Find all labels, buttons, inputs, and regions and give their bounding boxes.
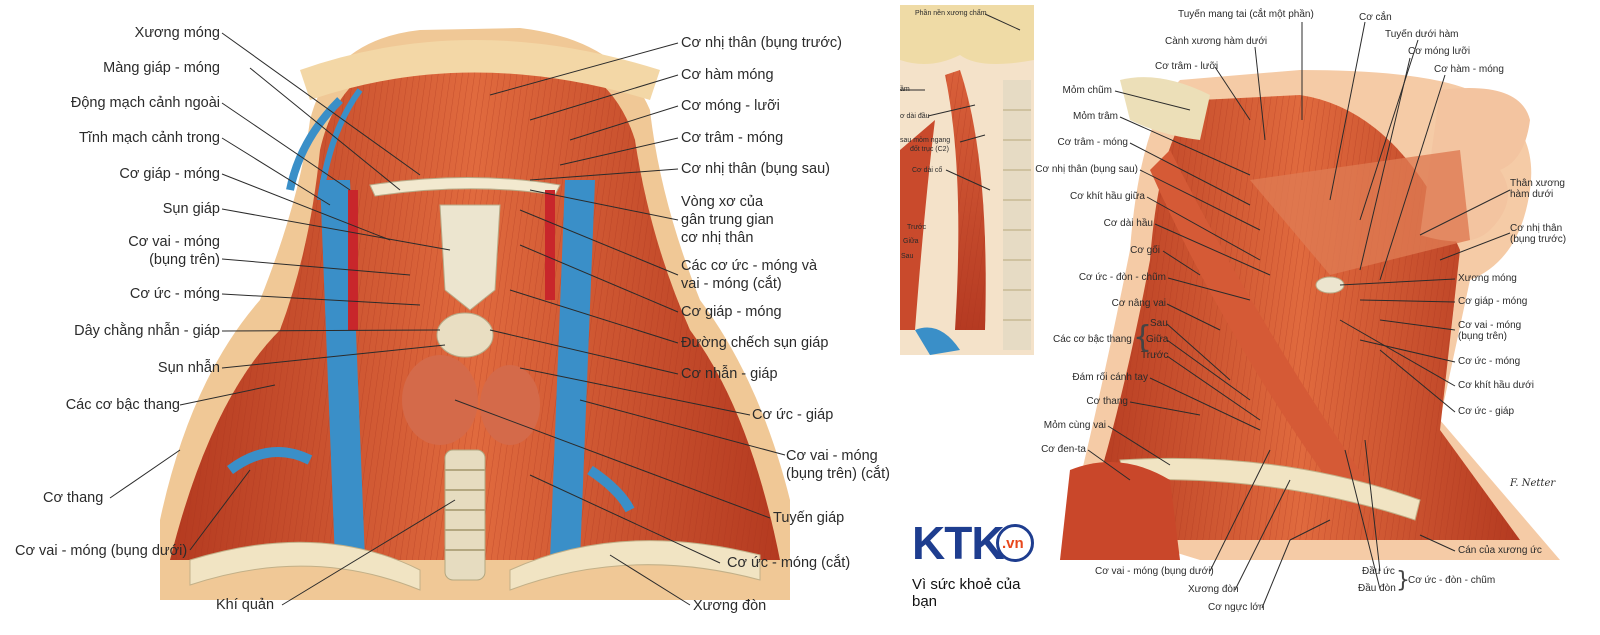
scm-brace: } [1396,568,1410,593]
label-dong-mach-canh-ngoai: Động mạch cảnh ngoài [70,95,220,111]
label-co-can: Cơ cắn [1359,12,1392,23]
label-co-khit-hau-duoi: Cơ khít hầu dưới [1458,380,1534,391]
logo-brand: KTK [912,517,1005,569]
label-co-giap-mong-r: Cơ giáp - móng [681,304,782,320]
label-co-vai-mong-bung-duoi-r: Cơ vai - móng (bụng dưới) [1095,566,1214,577]
artist-signature: F. Netter [1510,478,1556,489]
label-than-xuong: Thân xương [1510,178,1565,189]
label-co-uc-mong-cat: Cơ ức - móng (cắt) [727,555,851,571]
label-co-thang-r: Cơ thang [1086,396,1128,407]
label-truoc: Trước [907,224,927,231]
label-phan-nen-xuong-cham: Phần nền xương chẩm [915,10,987,17]
label-co-vai-mong-bung-duoi: Cơ vai - móng (bụng dưới) [15,543,188,559]
label-bung-tren-r2: (bụng trên) [1458,331,1507,342]
label-bac-thang-truoc: Trước [1141,350,1169,361]
label-co-uc-don-chum: Cơ ức - đòn - chũm [1078,272,1166,283]
label-co-goi: Cơ gối [1130,245,1160,256]
logo-tagline: Vì sức khoẻ của bạn [912,576,1021,610]
label-co-ham-mong-r: Cơ hàm - móng [1434,64,1504,75]
logo-domain: .vn [1002,535,1024,552]
label-mom-cung-vai: Mỏm cùng vai [1043,420,1106,431]
label-can-cua-xuong-uc: Cán của xương ức [1458,545,1542,556]
ktk-logo: KTK .vn Vì sức khoẻ của bạn [912,517,1042,610]
label-day-chang-nhan-giap: Dây chằng nhẫn - giáp [74,323,220,339]
label-ham-duoi: hàm dưới [1510,189,1554,200]
label-vai-mong-cat: vai - móng (cắt) [681,276,782,292]
label-co-giap-mong-r2: Cơ giáp - móng [1458,296,1528,307]
label-mang-giap-mong: Màng giáp - móng [103,60,220,76]
label-xuong-mong-r: Xương móng [1458,273,1517,284]
lateral-neck-plate [1060,70,1560,560]
label-mom-chum: Mỏm chũm [1062,85,1112,96]
label-xuong-don: Xương đòn [693,598,767,614]
label-co-nhi-than-r: Cơ nhị thân [1510,223,1563,234]
label-co-thang: Cơ thang [43,490,104,506]
label-cac-co-uc-mong-va: Các cơ ức - móng và [681,258,818,274]
label-tuyen-giap: Tuyến giáp [773,510,845,526]
label-dai-dau: ơ dài đầu [900,113,930,120]
label-mom-tram: Mỏm trâm [1073,111,1118,122]
label-co-vai-mong-r2: Cơ vai - móng [1458,320,1522,331]
label-tinh-mach-canh-trong: Tĩnh mạch cảnh trong [78,130,220,146]
label-co-mong-luoi-r: Cơ móng lưỡi [1408,46,1471,57]
label-co-tram-mong-r: Cơ trâm - móng [1057,137,1128,148]
label-bung-truoc-r: (bụng trước) [1510,234,1567,245]
label-bung-tren-cat: (bụng trên) (cắt) [786,466,890,482]
label-bung-tren: (bụng trên) [149,252,220,268]
label-co-vai-mong-r: Cơ vai - móng [786,448,878,464]
label-dam-roi-canh-tay: Đám rối cánh tay [1072,372,1148,383]
label-co-giap-mong: Cơ giáp - móng [119,166,220,182]
label-co-tram-luoi: Cơ trâm - lưỡi [1155,61,1219,72]
label-dau-uc: Đầu ức [1362,566,1395,577]
label-cac-co-bac-thang-r: Các cơ bậc thang [1053,334,1132,345]
label-co-nhan-giap: Cơ nhẫn - giáp [681,366,778,382]
label-am: ầm [900,86,910,93]
label-cac-co-bac-thang: Các cơ bậc thang [65,397,180,413]
label-sun-nhan: Sụn nhẫn [157,360,220,376]
label-co-nhi-than: cơ nhị thân [681,230,754,246]
label-duong-chech-sun-giap: Đường chếch sụn giáp [681,335,829,351]
label-giua: Giữa [903,238,919,245]
label-xuong-mong: Xương móng [134,25,220,41]
label-co-uc-giap-r: Cơ ức - giáp [1458,406,1515,417]
label-sau: Sau [901,253,914,260]
label-tuyen-mang-tai: Tuyến mang tai (cắt một phần) [1178,9,1314,20]
label-tuyen-duoi-ham: Tuyến dưới hàm [1385,29,1459,40]
label-sau-mom-ngang: sau mỏm ngang [900,137,951,144]
label-co-uc-don-chum-r: Cơ ức - đòn - chũm [1408,575,1496,586]
label-co-nhi-than-bung-sau: Cơ nhị thân (bụng sau) [681,161,830,177]
label-co-dai-hau: Cơ dài hầu [1103,218,1153,229]
label-co-nhi-than-bung-truoc: Cơ nhị thân (bụng trước) [681,35,842,51]
label-khi-quan: Khí quản [216,597,275,613]
label-bac-thang-sau: Sau [1150,318,1168,329]
label-co-tram-mong: Cơ trâm - móng [681,130,784,146]
label-co-uc-giap: Cơ ức - giáp [752,407,834,423]
scalene-brace: { [1133,320,1153,355]
label-sun-giap: Sụn giáp [162,201,220,217]
label-dau-don: Đầu đòn [1358,583,1396,594]
label-vong-xo-cua: Vòng xơ của [681,194,764,210]
label-co-vai-mong: Cơ vai - móng [128,234,220,250]
label-co-uc-mong: Cơ ức - móng [129,286,220,302]
label-co-dai-co: Cơ dài cổ [912,167,943,174]
label-co-den-ta: Cơ đen-ta [1041,444,1086,455]
label-co-nang-vai: Cơ nâng vai [1111,298,1166,309]
label-co-nhi-than-bung-sau-r: Cơ nhị thân (bụng sau) [1035,164,1138,175]
label-gan-trung-gian: gân trung gian [681,212,774,228]
label-canh-xuong-ham-duoi: Cành xương hàm dưới [1165,36,1268,47]
label-co-nguc-lon: Cơ ngực lớn [1208,602,1265,613]
label-dot-truc-c2: đốt trục (C2) [910,146,949,153]
logo-circle-icon [996,524,1034,562]
label-co-ham-mong: Cơ hàm móng [681,67,774,83]
label-bac-thang-giua: Giữa [1146,334,1169,345]
label-xuong-don-r: Xương đòn [1188,584,1239,595]
label-co-mong-luoi: Cơ móng - lưỡi [681,98,780,114]
label-co-uc-mong-r2: Cơ ức - móng [1458,356,1521,367]
label-co-khit-hau-giua: Cơ khít hầu giữa [1070,191,1145,202]
prevertebral-plate [900,5,1034,355]
